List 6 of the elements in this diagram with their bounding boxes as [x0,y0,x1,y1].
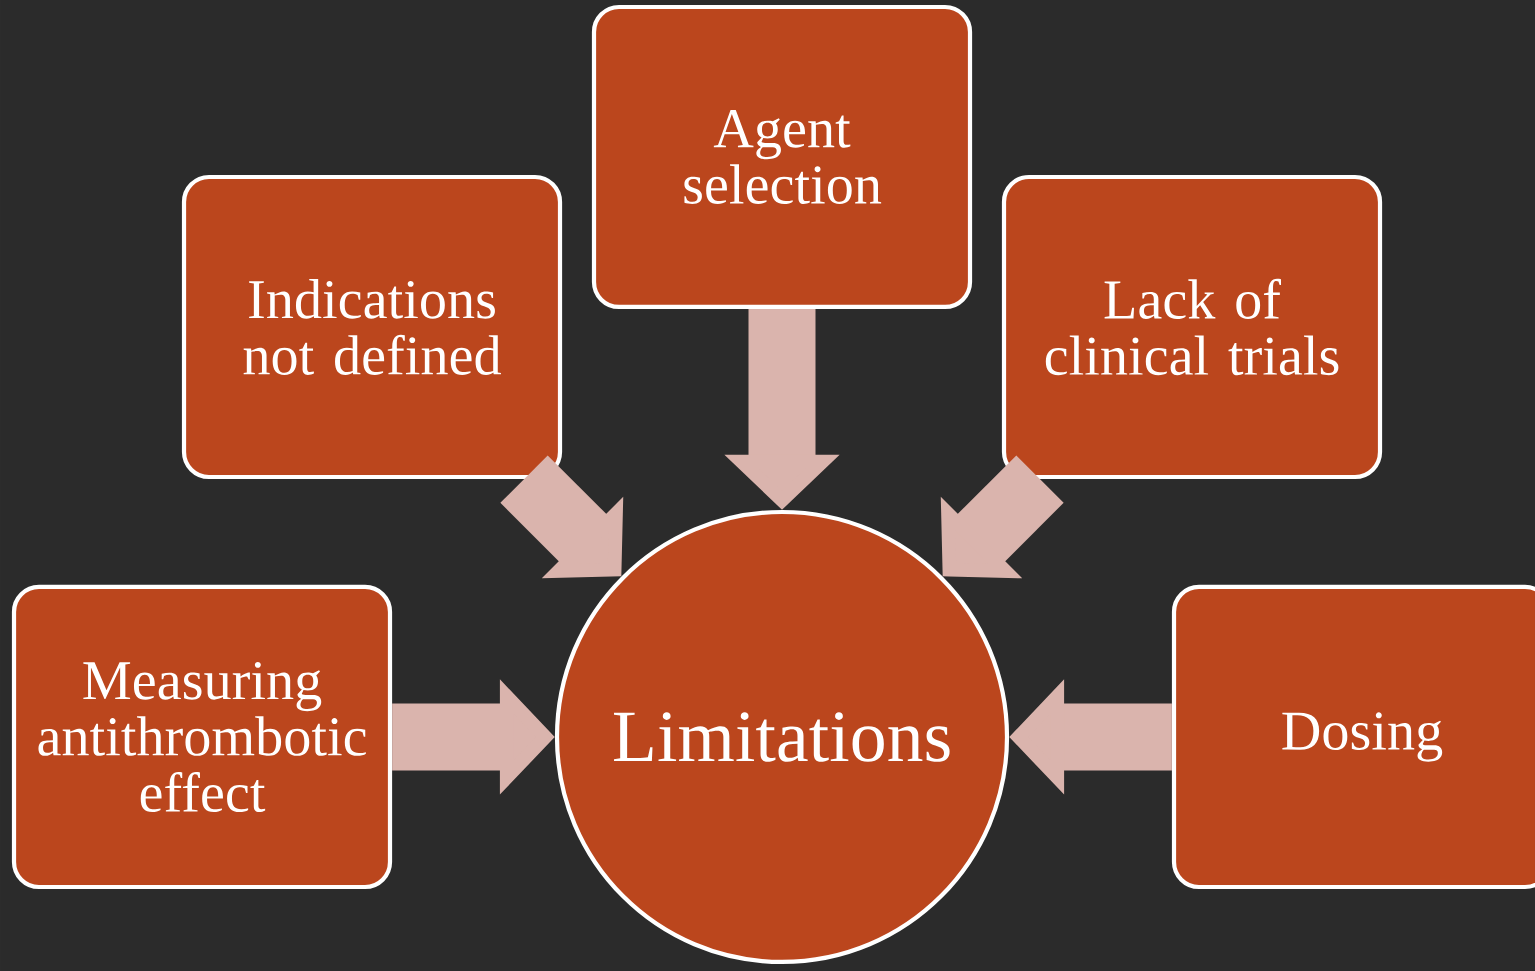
rounded-box: Measuring antithrombotic effect [11,584,393,890]
rounded-box: Indications not defined [181,174,563,480]
rounded-box: Dosing [1171,584,1535,890]
rounded-box: Agent selection [591,4,973,310]
circle-node: Limitations [554,509,1010,965]
rounded-box: Lack of clinical trials [1001,174,1383,480]
